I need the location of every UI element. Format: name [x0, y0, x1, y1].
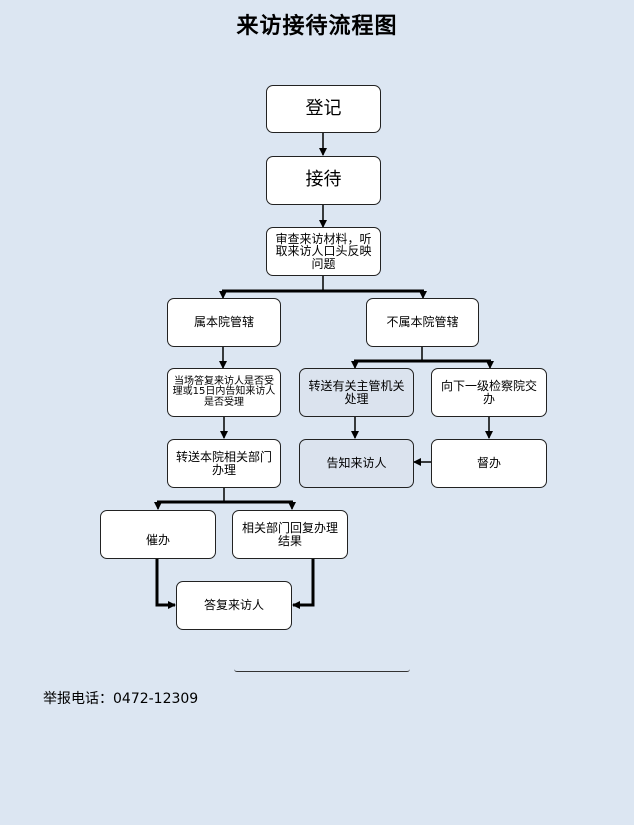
- hotline-text: 举报电话：0472-12309: [43, 691, 199, 707]
- node-refer-lower: 向下一级检察院交办: [431, 368, 547, 417]
- arrow-supervise-left-reply: [155, 558, 176, 609]
- page-title: 来访接待流程图: [236, 14, 398, 39]
- divider-line: [234, 669, 410, 672]
- node-reception: 接待: [266, 156, 381, 205]
- node-not-under-jurisdiction: 不属本院管辖: [366, 298, 479, 347]
- node-dept-reply: 相关部门回复办理结果: [232, 510, 348, 559]
- node-supervise-right: 督办: [431, 439, 547, 488]
- node-transfer-authority: 转送有关主管机关处理: [299, 368, 414, 417]
- node-register: 登记: [266, 85, 381, 133]
- arrow-dept-reply-reply: [292, 558, 315, 609]
- node-reply-visitor: 答复来访人: [176, 581, 292, 630]
- node-transfer-dept: 转送本院相关部门办理: [167, 439, 281, 488]
- node-supervise-left: 催办: [100, 510, 216, 559]
- node-decide-accept: 当场答复来访人是否受理或15日内告知来访人是否受理: [167, 368, 281, 417]
- node-under-jurisdiction: 属本院管辖: [167, 298, 281, 347]
- node-notify-visitor: 告知来访人: [299, 439, 414, 488]
- node-review: 审查来访材料，听取来访人口头反映问题: [266, 227, 381, 276]
